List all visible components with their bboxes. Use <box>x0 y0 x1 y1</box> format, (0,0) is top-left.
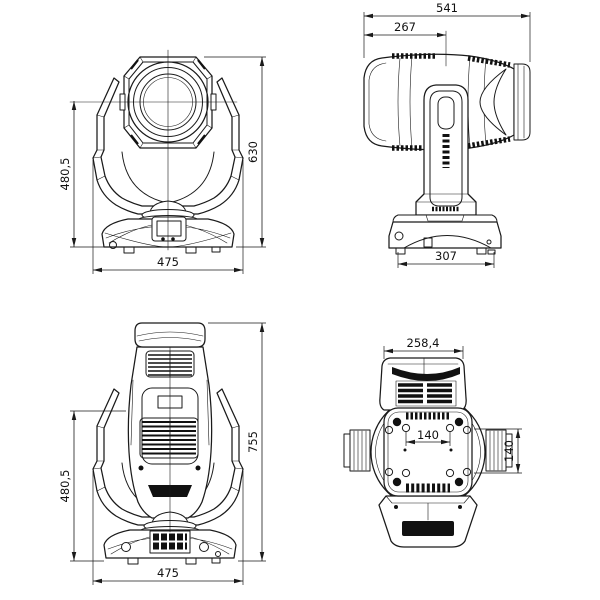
bottom-view: 258,4 140 140 <box>343 336 522 548</box>
side-view: 541 267 307 <box>363 1 531 268</box>
bottom-corner-screw <box>392 417 402 427</box>
rear-connectors <box>153 533 187 550</box>
side-base <box>388 214 502 255</box>
bottom-handle-left <box>343 429 371 472</box>
bottom-mount-hole <box>462 467 472 477</box>
side-arm-grip <box>437 96 455 130</box>
front-view: 630 480,5 475 <box>58 49 266 274</box>
front-yoke <box>92 77 244 215</box>
rear-top-cap <box>134 322 206 348</box>
side-dimensions: 541 267 307 <box>363 1 531 268</box>
rear-view: 755 480,5 475 <box>58 322 266 585</box>
bottom-mount-hole <box>401 468 411 478</box>
bottom-head <box>379 357 467 411</box>
dim-front-height-total: 630 <box>246 141 260 163</box>
bottom-mount-hole <box>462 425 472 435</box>
dim-side-base-depth: 307 <box>435 249 457 263</box>
bottom-mount-hole <box>401 423 411 433</box>
dim-front-width: 475 <box>157 255 179 269</box>
front-foot <box>185 246 197 254</box>
rear-foot <box>185 557 197 565</box>
dim-bottom-spacing-v: 140 <box>502 440 516 462</box>
rear-knob <box>121 542 131 552</box>
bottom-mount-hole <box>445 423 455 433</box>
dim-rear-height-partial: 480,5 <box>58 470 72 503</box>
bottom-lens-shade <box>392 367 460 381</box>
front-centerlines <box>69 49 238 251</box>
dim-side-length-total: 541 <box>436 1 458 15</box>
side-foot <box>395 247 406 255</box>
bottom-tail <box>378 495 478 548</box>
dim-rear-width: 475 <box>157 566 179 580</box>
bottom-mount-hole <box>384 467 394 477</box>
bottom-tail-vent <box>402 521 454 536</box>
dim-bottom-head-width: 258,4 <box>407 336 440 350</box>
bottom-head-grille <box>395 380 457 407</box>
dim-rear-height-total: 755 <box>246 431 260 453</box>
side-arm <box>415 84 477 216</box>
front-display-screen <box>156 220 182 237</box>
rear-screw <box>195 465 201 471</box>
front-display <box>151 216 187 242</box>
bottom-mount-hole <box>445 468 455 478</box>
side-foot <box>476 247 487 255</box>
bottom-corner-screw <box>454 477 464 487</box>
bottom-corner-screw <box>454 417 464 427</box>
bottom-corner-screw <box>392 477 402 487</box>
side-lens-crescent <box>479 68 507 136</box>
side-front-bezel <box>513 63 531 141</box>
front-dimensions: 630 480,5 475 <box>58 56 266 274</box>
front-display-button <box>171 237 175 241</box>
front-foot-wheel <box>109 241 117 249</box>
rear-foot <box>127 557 139 565</box>
rear-dimensions: 755 480,5 475 <box>58 322 266 585</box>
dim-side-length-front: 267 <box>394 20 416 34</box>
rear-foot <box>211 557 221 564</box>
bottom-handle-right <box>485 429 513 472</box>
bottom-mount-hole <box>384 425 394 435</box>
dim-front-height-partial: 480,5 <box>58 158 72 191</box>
front-foot <box>123 246 135 254</box>
dim-bottom-spacing-h: 140 <box>417 428 439 442</box>
side-base-knob <box>394 231 404 241</box>
bottom-dimensions: 258,4 140 140 <box>383 336 522 474</box>
rear-knob <box>199 542 209 552</box>
bottom-mounting-plate <box>383 407 473 497</box>
front-display-button <box>161 237 165 241</box>
front-foot <box>211 246 221 253</box>
rear-screw <box>138 465 144 471</box>
rear-base <box>103 529 237 565</box>
side-foot <box>487 249 496 255</box>
rear-lower-grille <box>139 417 199 459</box>
